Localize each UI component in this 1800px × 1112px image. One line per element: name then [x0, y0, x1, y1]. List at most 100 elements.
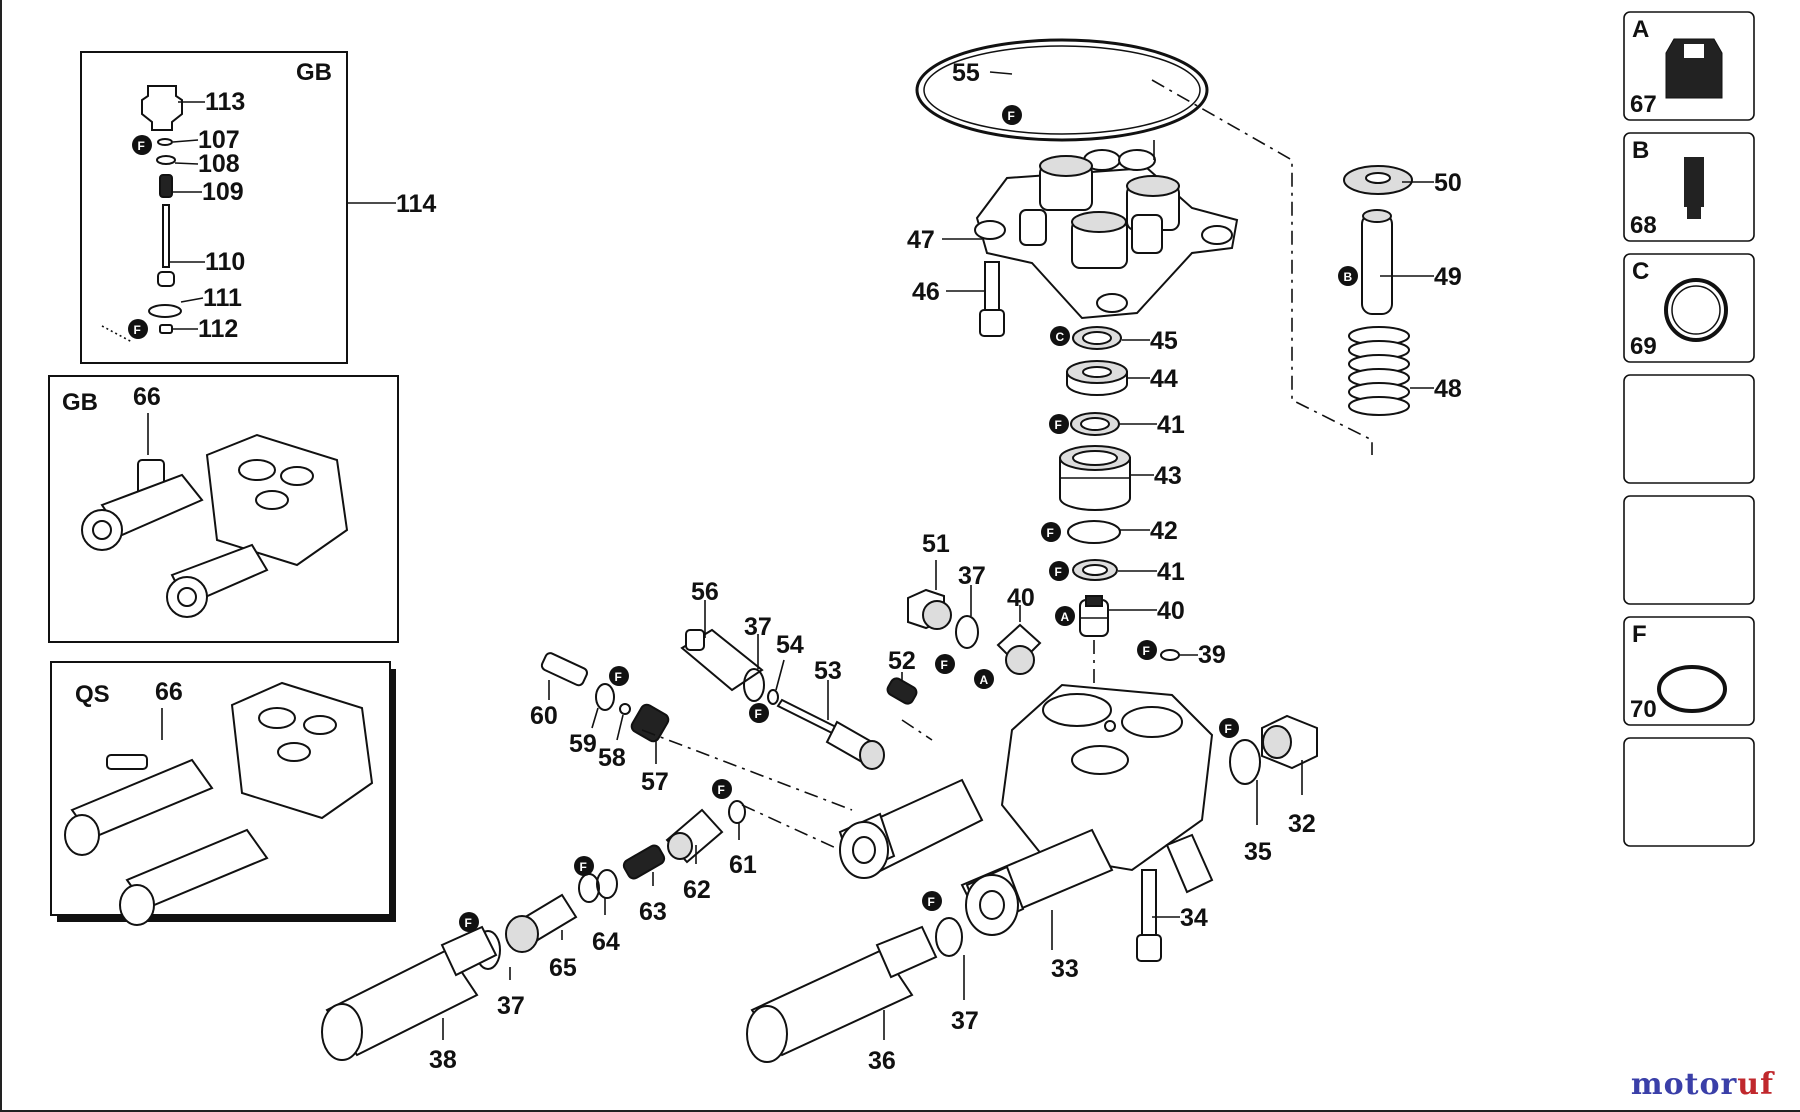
legend-card: A67 — [1623, 11, 1755, 121]
part-54-o-ring — [767, 689, 779, 705]
svg-text:F: F — [755, 707, 762, 721]
part-61-o-ring — [728, 800, 746, 824]
svg-text:F: F — [718, 783, 725, 797]
part-51-plug — [907, 588, 952, 630]
callout-40: 40 — [1007, 584, 1035, 612]
f-badge-icon: F — [128, 319, 148, 339]
legend-card: B 68 — [1623, 132, 1755, 242]
main-pump-manifold — [838, 683, 1214, 936]
part-41-seal-lower — [1072, 559, 1118, 581]
svg-text:F: F — [134, 323, 141, 337]
part-53-stem — [776, 698, 885, 770]
part-111-ring — [148, 304, 182, 318]
callout-45: 45 — [1150, 327, 1178, 355]
o-ring-icon — [1657, 665, 1727, 713]
part-57-spring — [630, 703, 670, 743]
legend-card — [1623, 737, 1755, 847]
f-badge-icon: F — [132, 135, 152, 155]
f-badge-icon: F — [609, 666, 629, 686]
callout-57: 57 — [641, 768, 669, 796]
callout-110: 110 — [205, 248, 245, 276]
f-badge-icon: F — [712, 779, 732, 799]
svg-text:F: F — [615, 670, 622, 684]
callout-37: 37 — [497, 992, 525, 1020]
callout-56: 56 — [691, 578, 719, 606]
callout-37: 37 — [951, 1007, 979, 1035]
callout-37: 37 — [958, 562, 986, 590]
part-47-cylinder-head — [974, 149, 1239, 320]
callout-37: 37 — [744, 613, 772, 641]
inset-title: GB — [62, 389, 98, 416]
part-40-valve-upper — [1079, 595, 1109, 637]
part-55-o-ring — [915, 38, 1209, 142]
inset-qs-manifold: QS 66 — [50, 661, 396, 926]
part-46-bolt — [979, 261, 1005, 337]
part-37-o-ring — [743, 668, 765, 702]
part-42-o-ring — [1067, 520, 1121, 544]
svg-text:F: F — [1055, 418, 1062, 432]
part-62-valve — [665, 808, 724, 864]
legend-letter: B — [1632, 137, 1649, 164]
callout-34: 34 — [1180, 904, 1208, 932]
f-badge-icon: F — [1137, 640, 1157, 660]
part-110-stem — [162, 204, 170, 268]
svg-text:F: F — [465, 916, 472, 930]
legend-card — [1623, 374, 1755, 484]
callout-38: 38 — [429, 1046, 457, 1074]
part-41-seal-upper — [1070, 412, 1120, 436]
callout-107: 107 — [198, 126, 240, 154]
f-badge-icon: F — [1219, 718, 1239, 738]
callout-41: 41 — [1157, 558, 1185, 586]
legend-card: F70 — [1623, 616, 1755, 726]
svg-text:F: F — [1055, 565, 1062, 579]
callout-32: 32 — [1288, 810, 1316, 838]
callout-62: 62 — [683, 876, 711, 904]
c-badge-icon: C — [1050, 326, 1070, 346]
part-45-seal — [1072, 326, 1122, 350]
callout-58: 58 — [598, 744, 626, 772]
callout-47: 47 — [907, 226, 935, 254]
callout-44: 44 — [1150, 365, 1178, 393]
callout-43: 43 — [1154, 462, 1182, 490]
callout-52: 52 — [888, 647, 916, 675]
svg-text:F: F — [1008, 109, 1015, 123]
svg-text:F: F — [138, 139, 145, 153]
f-badge-icon: F — [1002, 105, 1022, 125]
callout-109: 109 — [202, 178, 244, 206]
callout-113: 113 — [205, 88, 245, 116]
callout-42: 42 — [1150, 517, 1178, 545]
f-badge-icon: F — [1041, 522, 1061, 542]
inset-gb-manifold: GB 66 — [48, 375, 399, 643]
f-badge-icon: F — [459, 912, 479, 932]
part-59-o-ring — [595, 683, 615, 711]
legend-letter: C — [1632, 258, 1649, 285]
svg-text:F: F — [1047, 526, 1054, 540]
callout-108: 108 — [198, 150, 240, 178]
callout-39: 39 — [1198, 641, 1226, 669]
callout-63: 63 — [639, 898, 667, 926]
part-65-seat — [505, 893, 578, 953]
callout-33: 33 — [1051, 955, 1079, 983]
callout-112: 112 — [198, 315, 238, 343]
f-badge-icon: F — [1049, 414, 1069, 434]
legend-card — [1623, 495, 1755, 605]
svg-text:C: C — [1056, 330, 1065, 344]
legend-number: 68 — [1630, 212, 1657, 239]
part-35-o-ring — [1229, 739, 1261, 785]
legend-number: 67 — [1630, 91, 1657, 118]
legend-card: C69 — [1623, 253, 1755, 363]
callout-59: 59 — [569, 730, 597, 758]
callout-60: 60 — [530, 702, 558, 730]
callout-51: 51 — [922, 530, 950, 558]
part-56-valve-body — [680, 628, 764, 692]
part-112 — [159, 324, 173, 334]
f-badge-icon: F — [574, 856, 594, 876]
svg-text:B: B — [1344, 270, 1353, 284]
callout-66: 66 — [155, 678, 183, 706]
part-38-coupler — [321, 925, 498, 1061]
part-52-spring — [886, 677, 918, 705]
callout-49: 49 — [1434, 263, 1462, 291]
b-badge-icon: B — [1338, 266, 1358, 286]
part-107 — [157, 138, 173, 146]
